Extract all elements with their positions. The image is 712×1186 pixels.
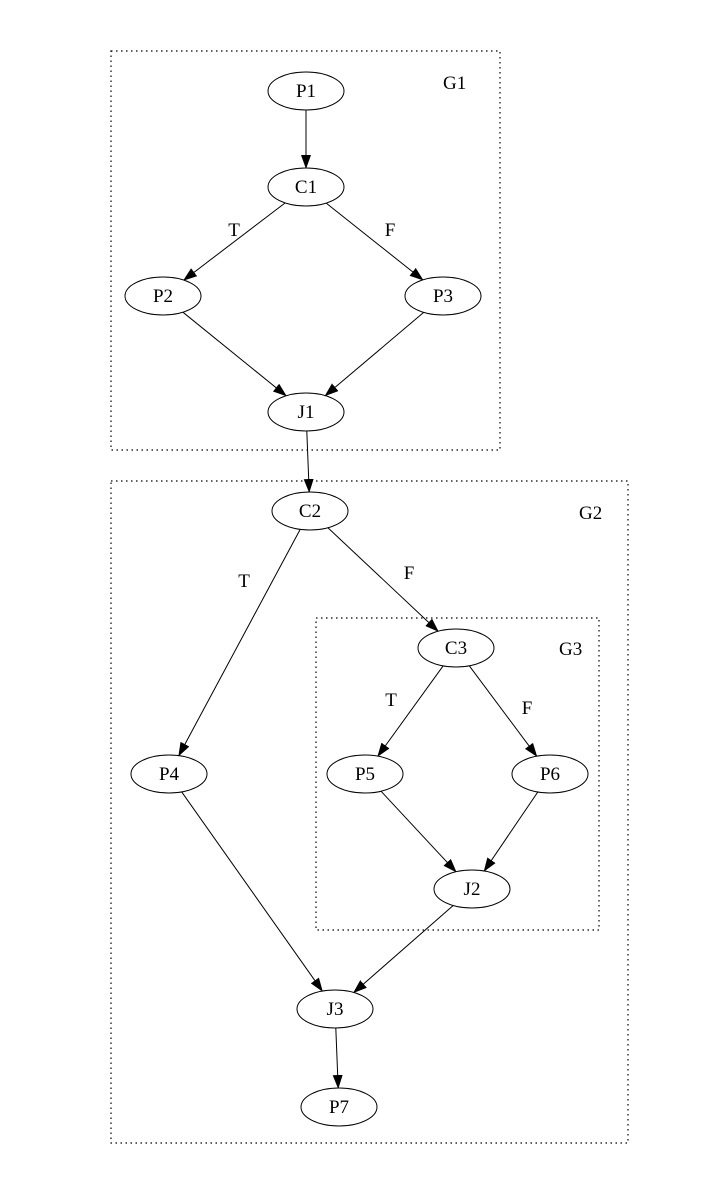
edge-p3-j1	[324, 312, 425, 397]
node-label-p5: P5	[355, 764, 375, 785]
node-ellipse-p5	[326, 754, 404, 794]
node-c1: C1	[267, 167, 345, 207]
node-ellipse-j1	[267, 392, 345, 432]
edge-j3-p7	[332, 1027, 343, 1089]
node-label-p2: P2	[153, 286, 173, 307]
edge-c2-p4	[178, 529, 301, 757]
edge-p2-j1	[182, 311, 287, 397]
edge-label-c3-p6: F	[522, 698, 533, 719]
edge-c1-p3	[325, 202, 424, 281]
node-c3: C3	[417, 628, 495, 668]
node-ellipse-p4	[130, 754, 208, 794]
node-label-p6: P6	[540, 764, 560, 785]
node-label-p3: P3	[433, 286, 453, 307]
edge-label-c1-p2: T	[228, 220, 240, 241]
node-label-j1: J1	[298, 402, 315, 423]
node-ellipse-j2	[433, 869, 511, 909]
node-ellipse-c2	[271, 491, 349, 531]
group-label-g3: G3	[559, 639, 582, 660]
node-label-p7: P7	[329, 1097, 349, 1118]
group-label-g2: G2	[579, 503, 602, 524]
node-p5: P5	[326, 754, 404, 794]
node-ellipse-c3	[417, 628, 495, 668]
node-label-j2: J2	[464, 879, 481, 900]
node-p7: P7	[300, 1087, 378, 1127]
node-j3: J3	[296, 989, 374, 1029]
node-label-c1: C1	[295, 177, 317, 198]
group-label-g1: G1	[443, 73, 466, 94]
edge-c3-p5	[377, 665, 444, 757]
edge-j2-j3	[353, 905, 454, 994]
group-box-g3	[315, 617, 600, 931]
group-box-g2	[110, 480, 629, 1144]
node-j1: J1	[267, 392, 345, 432]
node-label-p4: P4	[159, 764, 180, 785]
edge-p6-j2	[483, 791, 539, 872]
edge-p4-j3	[181, 791, 323, 992]
edge-c1-p2	[183, 202, 286, 281]
edge-p5-j2	[380, 790, 457, 873]
node-ellipse-p6	[511, 754, 589, 794]
node-c2: C2	[271, 491, 349, 531]
node-ellipse-p2	[124, 276, 202, 316]
node-p3: P3	[404, 276, 482, 316]
edge-j1-c2	[303, 430, 314, 493]
node-ellipse-p3	[404, 276, 482, 316]
edge-c3-p6	[468, 665, 538, 758]
node-label-c3: C3	[445, 638, 467, 659]
node-ellipse-c1	[267, 167, 345, 207]
node-label-j3: J3	[327, 999, 344, 1020]
node-p6: P6	[511, 754, 589, 794]
edge-label-c2-c3: F	[404, 563, 415, 584]
node-ellipse-j3	[296, 989, 374, 1029]
edge-c2-c3	[327, 527, 439, 632]
node-p1: P1	[267, 71, 345, 111]
node-label-c2: C2	[299, 501, 321, 522]
node-ellipse-p7	[300, 1087, 378, 1127]
node-ellipse-p1	[267, 71, 345, 111]
node-label-p1: P1	[296, 81, 316, 102]
edge-label-c3-p5: T	[385, 690, 397, 711]
node-p2: P2	[124, 276, 202, 316]
node-p4: P4	[130, 754, 208, 794]
edge-label-c1-p3: F	[385, 220, 396, 241]
node-j2: J2	[433, 869, 511, 909]
group-box-g1	[110, 50, 501, 451]
edge-label-c2-p4: T	[238, 571, 250, 592]
